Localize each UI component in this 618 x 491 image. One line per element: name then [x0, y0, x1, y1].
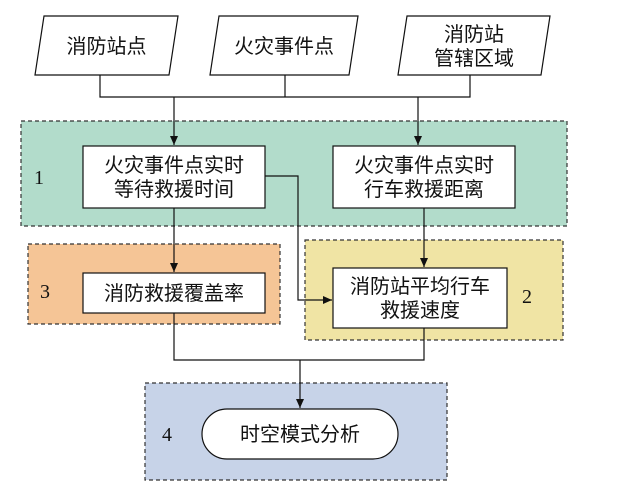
process-drive-distance-box: [332, 145, 516, 209]
input-fire-station: 消防站点: [66, 33, 147, 58]
group-3-number: 3: [40, 281, 50, 303]
input-fire-station-shape: [34, 15, 179, 76]
group-2-number: 2: [522, 286, 532, 308]
process-wait-time-box: [82, 145, 266, 209]
input-station-area: 消防站 管辖区域: [434, 21, 514, 70]
output-analysis: 时空模式分析: [240, 422, 360, 446]
process-coverage: 消防救援覆盖率: [104, 281, 244, 305]
input-fire-incident: 火灾事件点: [234, 33, 334, 58]
process-avg-speed-box: [332, 267, 508, 329]
process-avg-speed: 消防站平均行车 救援速度: [350, 274, 490, 322]
output-analysis-shape: [201, 408, 399, 460]
input-connectors: [99, 75, 471, 145]
process-wait-time: 火灾事件点实时 等待救援时间: [104, 153, 244, 201]
process-coverage-box: [82, 272, 266, 314]
process-connectors: [170, 175, 428, 408]
group-4-number: 4: [162, 424, 172, 446]
group-1-number: 1: [34, 167, 44, 189]
process-drive-distance: 火灾事件点实时 行车救援距离: [354, 153, 494, 201]
input-fire-incident-shape: [209, 15, 359, 76]
input-station-area-shape: [397, 15, 551, 76]
